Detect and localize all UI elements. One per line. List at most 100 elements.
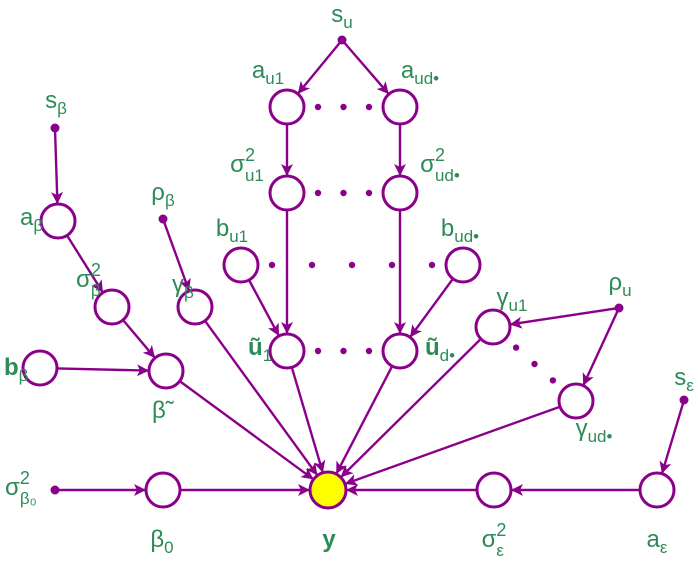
ellipsis-dot-sigma2_u1-sigma2_ud <box>314 189 322 197</box>
node-beta_0 <box>144 471 182 509</box>
label-base: σ <box>76 266 91 293</box>
node-a_u1 <box>268 88 306 126</box>
node-rho_u <box>614 303 624 313</box>
node-a_beta <box>39 202 77 240</box>
label-base: a <box>20 204 34 231</box>
edge-rho_beta-to-gamma_beta <box>163 222 191 292</box>
label-base: γ <box>172 271 184 298</box>
label-sub: u1 <box>509 296 528 315</box>
label-sub: β <box>165 191 175 210</box>
ellipsis-dot-b_u1-b_ud <box>348 261 356 269</box>
ellipsis-dot-sigma2_u1-sigma2_ud <box>365 189 373 197</box>
ellipsis-dot-u_1-u_d <box>365 347 373 355</box>
label-s_u: su <box>331 1 352 32</box>
node-sigma2_ud <box>381 174 419 212</box>
label-base: β <box>150 526 164 553</box>
label-sub: u1 <box>265 69 284 88</box>
label-sub: u <box>343 13 352 32</box>
edge-u_1-to-y <box>290 366 326 473</box>
label-base: ρ <box>151 179 165 206</box>
label-sub: d• <box>440 346 455 365</box>
label-base: b <box>441 215 454 242</box>
edge-b_beta-to-beta_tilde <box>56 364 149 377</box>
edge-s_u-to-a_ud <box>343 42 390 95</box>
ellipsis-dot-a_u1-a_ud <box>365 103 373 111</box>
ellipsis-dot-a_u1-a_ud <box>314 103 322 111</box>
label-base: b <box>4 354 19 381</box>
label-rho_beta: ρβ <box>151 179 175 210</box>
edge-beta_tilde-to-y <box>178 380 314 480</box>
label-sub: β <box>57 99 67 118</box>
label-base: σ <box>420 151 435 178</box>
node-u_d <box>381 332 419 370</box>
node-b_ud <box>444 246 482 284</box>
label-base: σ <box>482 526 497 553</box>
ellipsis-dot-u_1-u_d <box>314 347 322 355</box>
label-sup: 2 <box>20 468 30 488</box>
nodes-layer <box>21 35 689 510</box>
label-gamma_ud: γud• <box>576 415 613 446</box>
node-gamma_u1 <box>474 308 512 346</box>
label-base: a <box>401 57 415 84</box>
node-sigma2_beta <box>93 288 131 326</box>
label-sub: ud• <box>454 227 479 246</box>
label-base: a <box>647 526 661 553</box>
node-a_ud <box>381 88 419 126</box>
label-base: b <box>216 215 229 242</box>
label-gamma_u1: γu1 <box>497 284 528 315</box>
label-base: γ <box>497 284 509 311</box>
node-y <box>308 470 348 510</box>
label-sub: β <box>91 281 101 300</box>
node-sigma2_beta0 <box>50 485 60 495</box>
edge-u_d-to-y <box>335 365 394 474</box>
node-a_eps <box>638 471 676 509</box>
edge-rho_u-to-gamma_u1 <box>509 307 616 329</box>
label-rho_u: ρu <box>608 269 631 300</box>
label-u_d: ũd• <box>425 334 455 365</box>
node-sigma2_u1 <box>268 174 306 212</box>
label-base: ρ <box>608 269 622 296</box>
edge-s_u-to-a_u1 <box>297 42 341 94</box>
ellipsis-dot-b_u1-b_ud <box>388 261 396 269</box>
label-sub: ε <box>660 538 668 557</box>
label-b_beta: bβ <box>4 354 29 385</box>
label-sub: 0 <box>164 538 173 557</box>
node-s_eps <box>679 395 689 405</box>
label-base: y <box>322 526 336 553</box>
label-sub: ε <box>496 541 504 560</box>
label-sup: 2 <box>435 145 445 165</box>
label-base: β̃ <box>152 397 175 424</box>
label-y: y <box>322 526 336 553</box>
node-sigma2_eps <box>475 471 513 509</box>
label-gamma_beta: γβ <box>172 271 194 302</box>
label-a_u1: au1 <box>252 57 284 88</box>
label-sub: β <box>19 366 29 385</box>
ellipsis-dot-u_1-u_d <box>340 347 347 355</box>
label-sub: β <box>184 283 194 302</box>
label-u_1: ũ1 <box>248 334 272 365</box>
label-sub: u1 <box>229 227 248 246</box>
label-a_eps: aε <box>647 526 668 557</box>
label-sub: 1 <box>263 346 272 365</box>
ellipsis-dot-gamma_u1-gamma_ud <box>531 360 538 368</box>
ellipsis-dot-b_u1-b_ud <box>308 261 316 269</box>
label-sup: 2 <box>496 520 506 540</box>
ellipsis-dot-gamma_u1-gamma_ud <box>512 344 520 351</box>
edge-b_u1-to-u_1 <box>247 279 280 336</box>
label-sub: β <box>33 216 43 235</box>
label-s_eps: sε <box>674 364 694 395</box>
edge-s_beta-to-a_beta <box>51 131 64 204</box>
label-base: σ <box>5 474 20 501</box>
ellipsis-dot-b_u1-b_ud <box>268 261 276 269</box>
label-sub: ε <box>686 376 694 395</box>
label-sub: ud• <box>435 166 460 185</box>
label-s_beta: sβ <box>45 87 67 118</box>
node-rho_beta <box>158 214 168 224</box>
edge-rho_u-to-gamma_ud <box>582 311 619 386</box>
ellipsis-dot-b_u1-b_ud <box>428 261 436 269</box>
